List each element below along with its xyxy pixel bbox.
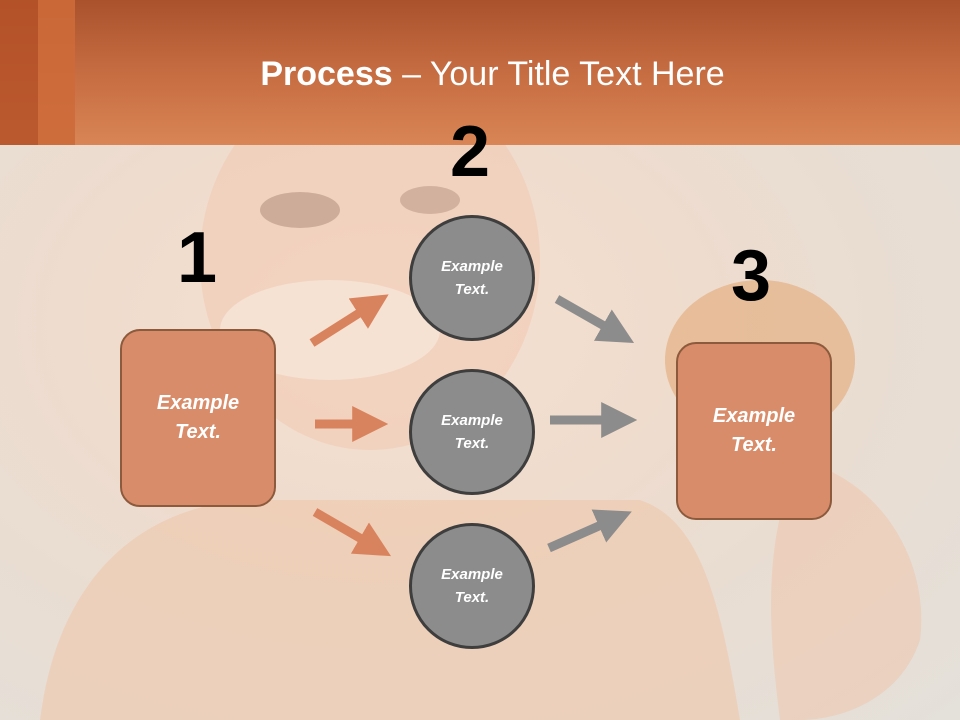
arrow-to-circle-bottom[interactable] [312, 508, 392, 557]
title-rest-part: – Your Title Text Here [392, 55, 725, 93]
arrow-from-circle-bottom[interactable] [547, 509, 632, 553]
step-number-3[interactable]: 3 [731, 236, 772, 316]
circle-bottom[interactable]: Example Text. [409, 523, 535, 649]
step-number-1[interactable]: 1 [177, 218, 218, 298]
circle-middle-label: Example Text. [441, 412, 503, 452]
circle-top-label: Example Text. [441, 258, 503, 298]
slide-title[interactable]: Process – Your Title Text Here [0, 52, 960, 96]
step-number-2[interactable]: 2 [450, 112, 491, 192]
arrow-from-circle-top[interactable] [554, 295, 635, 344]
step3-box-label: Example Text. [712, 405, 796, 456]
circle-top[interactable]: Example Text. [409, 215, 535, 341]
step1-box-label: Example Text. [156, 392, 240, 443]
step1-box[interactable]: Example Text. [120, 329, 276, 507]
header-bar [0, 0, 960, 145]
title-bold-part: Process [260, 55, 393, 93]
header-accent-stripe [0, 0, 38, 145]
step3-box[interactable]: Example Text. [676, 342, 832, 520]
circle-bottom-label: Example Text. [441, 566, 503, 606]
header-accent-stripe [38, 0, 75, 145]
arrow-to-circle-top[interactable] [309, 294, 389, 347]
circle-middle[interactable]: Example Text. [409, 369, 535, 495]
